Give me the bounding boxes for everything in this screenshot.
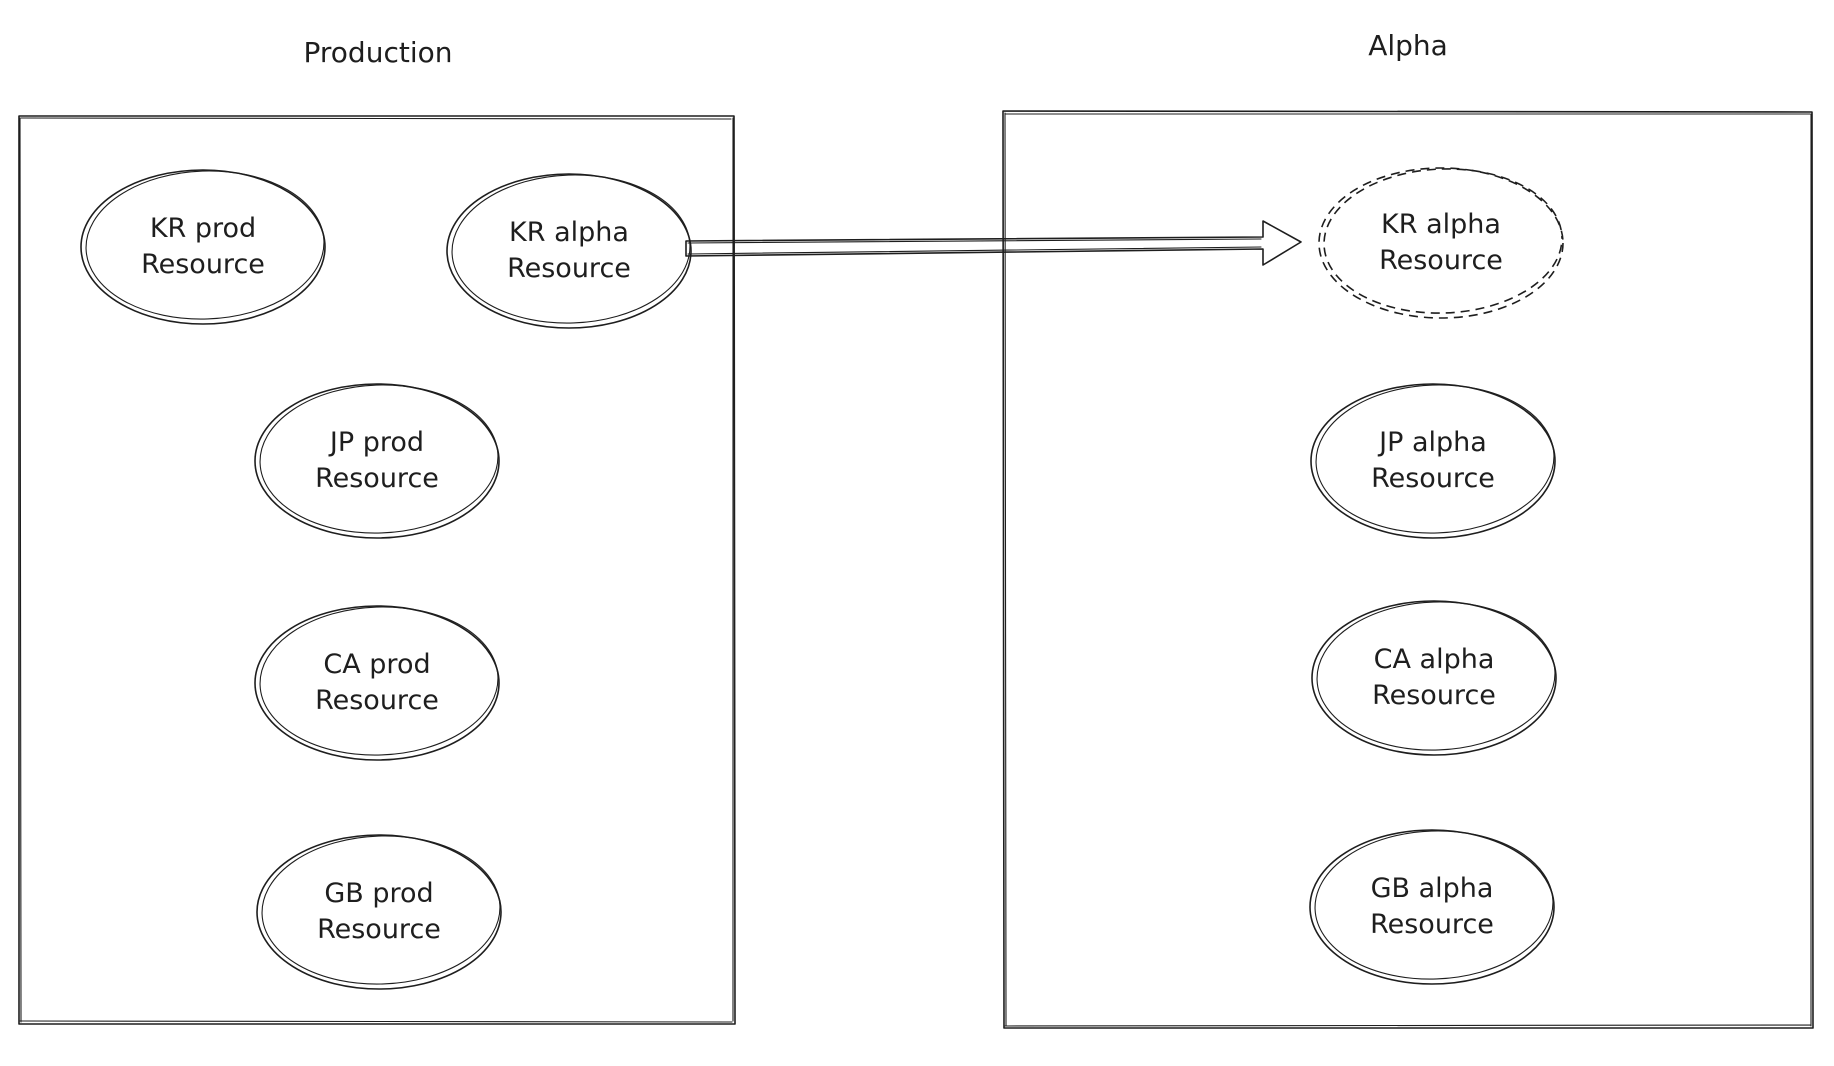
edge-kr-alpha-transfer [685, 220, 1302, 266]
node-gb-alpha-line1: GB alpha [1371, 873, 1494, 904]
group-alpha-box [1002, 110, 1814, 1029]
node-kr-alpha-source: KR alpha Resource [446, 173, 692, 329]
node-gb-prod: GB prod Resource [256, 834, 502, 990]
node-kr-prod-line1: KR prod [150, 213, 256, 244]
node-jp-prod-line1: JP prod [328, 427, 424, 458]
node-jp-prod-line2: Resource [315, 463, 439, 494]
group-title-production: Production [304, 36, 453, 69]
node-kr-alpha-source-line2: Resource [507, 253, 631, 284]
node-ca-alpha-line1: CA alpha [1374, 644, 1495, 675]
node-kr-alpha-target-line2: Resource [1379, 245, 1503, 276]
node-kr-alpha-target: KR alpha Resource [1318, 167, 1564, 319]
node-jp-alpha: JP alpha Resource [1310, 383, 1556, 539]
node-ca-alpha: CA alpha Resource [1311, 600, 1557, 756]
node-ca-prod-line2: Resource [315, 685, 439, 716]
node-jp-alpha-line2: Resource [1371, 463, 1495, 494]
group-production-box [18, 115, 736, 1025]
node-kr-prod-line2: Resource [141, 249, 265, 280]
group-title-alpha: Alpha [1368, 29, 1448, 62]
node-ca-alpha-line2: Resource [1372, 680, 1496, 711]
node-ca-prod: CA prod Resource [254, 605, 500, 761]
node-kr-alpha-source-line1: KR alpha [509, 217, 629, 248]
node-kr-alpha-target-line1: KR alpha [1381, 209, 1501, 240]
node-jp-alpha-line1: JP alpha [1377, 427, 1487, 458]
node-gb-prod-line2: Resource [317, 914, 441, 945]
node-gb-prod-line1: GB prod [324, 878, 433, 909]
node-ca-prod-line1: CA prod [323, 649, 430, 680]
node-gb-alpha-line2: Resource [1370, 909, 1494, 940]
node-gb-alpha: GB alpha Resource [1309, 829, 1555, 985]
node-jp-prod: JP prod Resource [254, 383, 500, 539]
node-kr-prod: KR prod Resource [80, 169, 326, 325]
